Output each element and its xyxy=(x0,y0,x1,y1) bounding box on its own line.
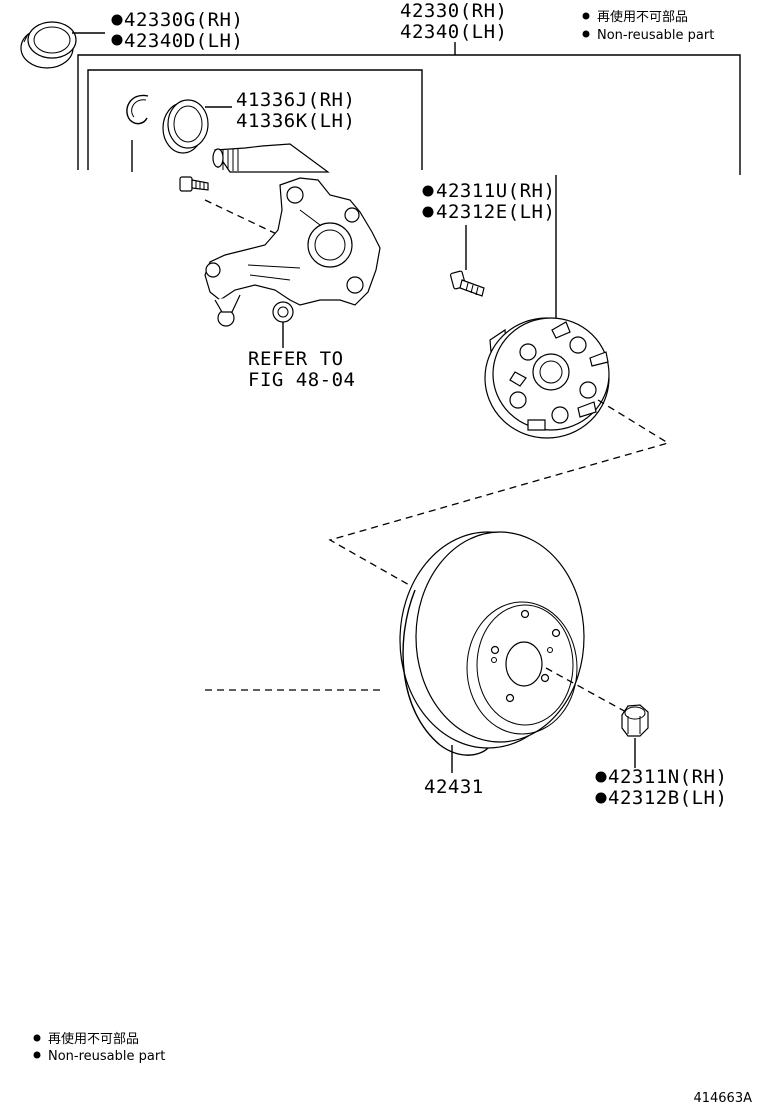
non-reusable-dot xyxy=(595,771,607,783)
hub-seal-ring-part xyxy=(162,99,209,154)
non-reusable-dot xyxy=(111,14,123,26)
legend-top-jp: 再使用不可部品 xyxy=(597,9,688,25)
legend-dot xyxy=(33,1051,41,1059)
oil-seal-part xyxy=(20,21,77,69)
callout-hub-lh: 42340(LH) xyxy=(400,21,507,43)
hub-assembly-bracket xyxy=(77,42,741,175)
legend-dot xyxy=(582,12,590,20)
hub-assembly-part xyxy=(484,317,610,439)
callout-snap-rh: 41336J(RH) xyxy=(236,89,355,111)
legend-dot xyxy=(33,1034,41,1042)
knuckle-bolt-part xyxy=(179,176,209,192)
callout-seal-lh: 42340D(LH) xyxy=(124,30,243,52)
callout-disc: 42431 xyxy=(424,776,484,798)
callout-bolt-rh: 42311U(RH) xyxy=(436,180,555,202)
non-reusable-dot xyxy=(111,34,123,46)
callout-seal-rh: 42330G(RH) xyxy=(124,9,243,31)
legend-bottom-jp: 再使用不可部品 xyxy=(48,1031,139,1047)
knuckle-part xyxy=(204,177,381,327)
inner-bracket xyxy=(87,69,423,170)
non-reusable-dot xyxy=(422,185,434,197)
refer-label-line2: FIG 48-04 xyxy=(248,369,355,391)
drive-shaft-part xyxy=(212,143,330,173)
hub-nut-part xyxy=(621,704,649,737)
legend-bottom-en: Non-reusable part xyxy=(48,1049,165,1064)
brake-disc-part xyxy=(399,531,585,756)
callout-nut-lh: 42312B(LH) xyxy=(608,787,727,809)
non-reusable-dot xyxy=(595,792,607,804)
callout-nut-rh: 42311N(RH) xyxy=(608,766,727,788)
non-reusable-dot xyxy=(422,206,434,218)
callout-snap-lh: 41336K(LH) xyxy=(236,110,355,132)
hub-bolt-part xyxy=(449,270,485,297)
legend-dot xyxy=(582,30,590,38)
callout-bolt-lh: 42312E(LH) xyxy=(436,201,555,223)
snap-ring-part xyxy=(126,94,149,125)
refer-label-line1: REFER TO xyxy=(248,348,344,370)
callout-hub-rh: 42330(RH) xyxy=(400,0,507,22)
legend-top-en: Non-reusable part xyxy=(597,28,714,43)
figure-id: 414663A xyxy=(693,1091,752,1106)
